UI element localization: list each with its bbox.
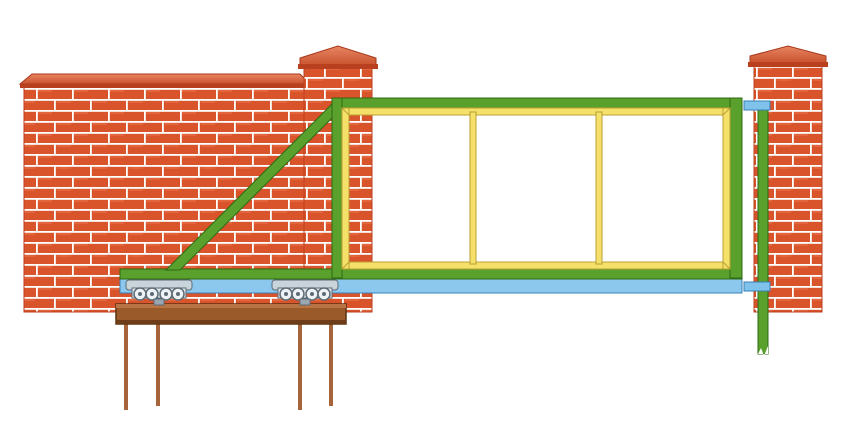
roller-carriage-right: [271, 279, 339, 306]
gate-bottom-beam: [119, 268, 743, 280]
roller-carriage-left: [125, 279, 193, 306]
foundation-beam: [115, 303, 347, 325]
gate-infill-frame: [341, 107, 731, 270]
catcher-bracket-top: [743, 100, 771, 111]
guide-rail: [119, 278, 743, 294]
gate-frame: [331, 97, 743, 279]
foundation-posts: [124, 318, 333, 410]
catcher-bracket-bottom: [743, 281, 771, 292]
catcher-post: [757, 107, 769, 356]
